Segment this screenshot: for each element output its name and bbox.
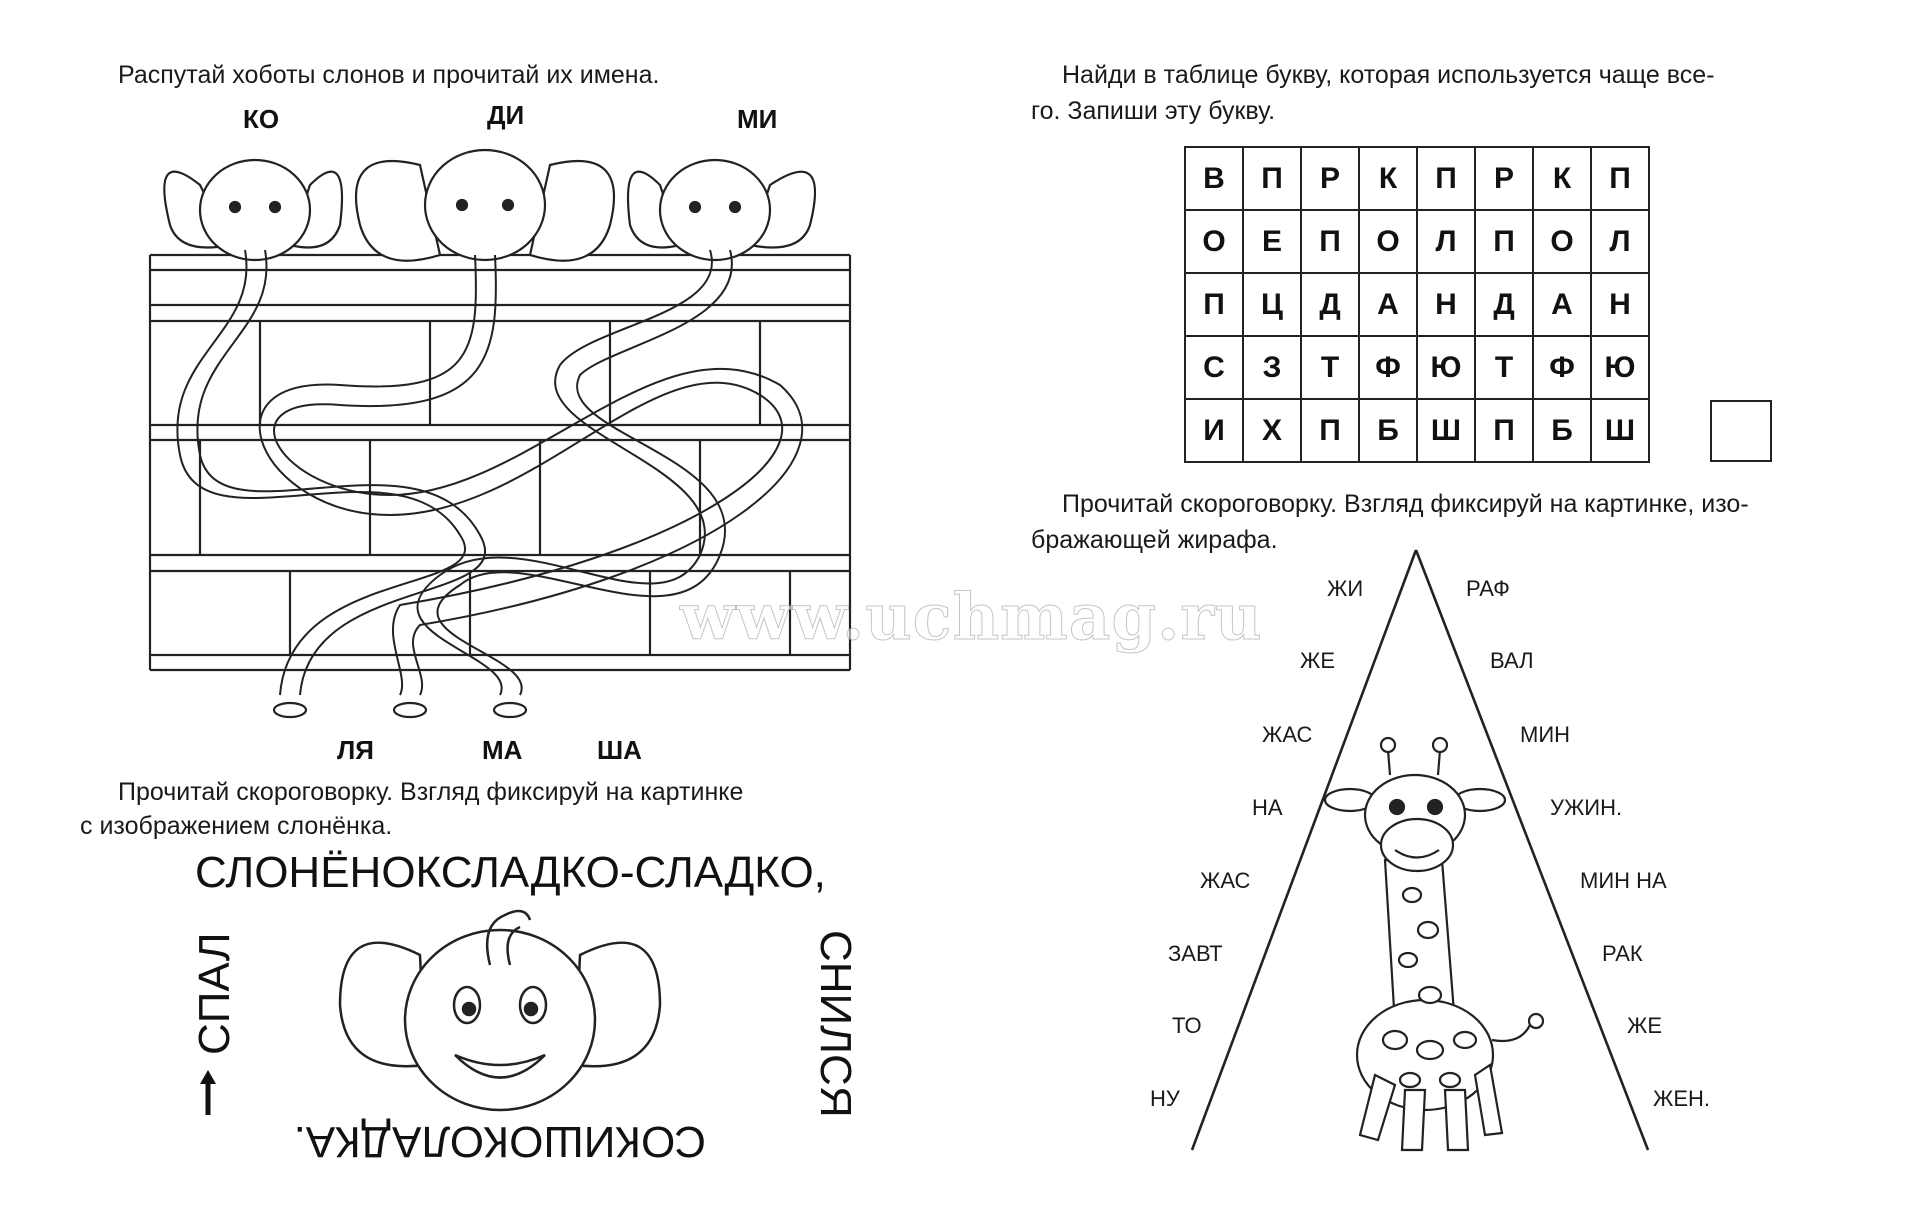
pyramid-right-word: МИН НА xyxy=(1580,868,1667,893)
elephant-trunk-maze xyxy=(148,148,852,719)
arrow-up-icon xyxy=(200,1070,216,1115)
grid-cell: Ю xyxy=(1590,335,1650,400)
grid-instruction-line2: го. Запиши эту букву. xyxy=(1031,97,1276,125)
tongue-twister-left: СПАЛ xyxy=(190,932,239,1055)
pyramid-left-word: ЖИ xyxy=(1327,576,1364,601)
grid-cell: П xyxy=(1474,209,1534,274)
grid-cell: Х xyxy=(1242,398,1302,463)
top-syllable-2: ДИ xyxy=(487,100,525,130)
watermark: www.uchmag.ru xyxy=(680,580,1263,656)
giraffe-pyramid xyxy=(1190,549,1650,1152)
grid-cell: Л xyxy=(1590,209,1650,274)
baby-elephant-picture xyxy=(338,909,662,1112)
grid-cell: Б xyxy=(1358,398,1418,463)
grid-cell: Ю xyxy=(1416,335,1476,400)
grid-cell: А xyxy=(1532,272,1592,337)
grid-cell: Л xyxy=(1416,209,1476,274)
pyramid-left-word: ЗАВТ xyxy=(1168,941,1223,966)
elephant-head-right xyxy=(626,158,817,262)
grid-cell: Ф xyxy=(1358,335,1418,400)
tongue-twister-right: СНИЛСЯ xyxy=(811,930,860,1118)
grid-cell: П xyxy=(1590,146,1650,211)
grid-row: И Х П Б Ш П Б Ш xyxy=(1184,398,1650,463)
bottom-syllable-3: ША xyxy=(597,735,642,765)
giraffe-picture xyxy=(1323,736,1545,1152)
giraffe-instruction-line2: бражающей жирафа. xyxy=(1031,526,1278,554)
bottom-syllable-1: ЛЯ xyxy=(337,735,374,765)
tongue-twister-top: СЛОНЁНОКСЛАДКО-СЛАДКО, xyxy=(195,848,826,897)
grid-cell: О xyxy=(1358,209,1418,274)
letter-grid: В П Р К П Р К П О Е П О Л П О Л П Ц Д А … xyxy=(1184,146,1650,463)
grid-row: В П Р К П Р К П xyxy=(1184,146,1650,211)
grid-cell: Р xyxy=(1300,146,1360,211)
pyramid-left-word: ЖАС xyxy=(1200,868,1251,893)
bottom-syllable-2: МА xyxy=(482,735,523,765)
pyramid-right-word: ЖЕН. xyxy=(1653,1086,1710,1111)
grid-cell: Ш xyxy=(1416,398,1476,463)
grid-cell: И xyxy=(1184,398,1244,463)
grid-cell: Т xyxy=(1474,335,1534,400)
grid-cell: П xyxy=(1242,146,1302,211)
pyramid-right-word: РАК xyxy=(1602,941,1643,966)
task2-instruction-line2: с изображением слонёнка. xyxy=(80,812,393,840)
grid-cell: П xyxy=(1416,146,1476,211)
task1-instruction: Распутай хоботы слонов и прочитай их име… xyxy=(118,61,660,89)
grid-cell: С xyxy=(1184,335,1244,400)
elephant-head-middle xyxy=(355,148,615,262)
grid-cell: П xyxy=(1300,398,1360,463)
grid-cell: Д xyxy=(1474,272,1534,337)
grid-cell: Р xyxy=(1474,146,1534,211)
grid-cell: О xyxy=(1532,209,1592,274)
grid-cell: П xyxy=(1300,209,1360,274)
grid-cell: Е xyxy=(1242,209,1302,274)
pyramid-right-word: МИН xyxy=(1520,722,1571,747)
grid-cell: П xyxy=(1474,398,1534,463)
grid-cell: П xyxy=(1184,272,1244,337)
top-syllable-3: МИ xyxy=(737,104,778,134)
grid-cell: Н xyxy=(1590,272,1650,337)
task2-instruction-line1: Прочитай скороговорку. Взгляд фиксируй н… xyxy=(118,778,744,806)
grid-cell: Б xyxy=(1532,398,1592,463)
grid-cell: А xyxy=(1358,272,1418,337)
giraffe-instruction-line1: Прочитай скороговорку. Взгляд фиксируй н… xyxy=(1062,490,1749,518)
answer-box[interactable] xyxy=(1710,400,1772,462)
pyramid-left-word: НУ xyxy=(1150,1086,1180,1111)
grid-row: П Ц Д А Н Д А Н xyxy=(1184,272,1650,337)
grid-cell: К xyxy=(1358,146,1418,211)
pyramid-left-word: ЖАС xyxy=(1262,722,1313,747)
grid-row: О Е П О Л П О Л xyxy=(1184,209,1650,274)
pyramid-right-word: ЖЕ xyxy=(1627,1013,1662,1038)
grid-cell: Д xyxy=(1300,272,1360,337)
pyramid-left-word: ЖЕ xyxy=(1300,648,1335,673)
grid-cell: Н xyxy=(1416,272,1476,337)
grid-cell: Ш xyxy=(1590,398,1650,463)
grid-instruction-line1: Найди в таблице букву, которая используе… xyxy=(1062,61,1715,89)
grid-cell: Ф xyxy=(1532,335,1592,400)
elephant-head-left xyxy=(163,158,344,262)
pyramid-right-word: РАФ xyxy=(1466,576,1510,601)
grid-cell: Т xyxy=(1300,335,1360,400)
grid-cell: О xyxy=(1184,209,1244,274)
grid-row: С З Т Ф Ю Т Ф Ю xyxy=(1184,335,1650,400)
pyramid-right-word: ВАЛ xyxy=(1490,648,1534,673)
pyramid-left-word: НА xyxy=(1252,795,1283,820)
grid-cell: В xyxy=(1184,146,1244,211)
grid-cell: Ц xyxy=(1242,272,1302,337)
brick-wall xyxy=(148,253,852,672)
pyramid-left-word: ТО xyxy=(1172,1013,1202,1038)
grid-cell: З xyxy=(1242,335,1302,400)
pyramid-right-word: УЖИН. xyxy=(1550,795,1623,820)
top-syllable-1: КО xyxy=(243,104,280,134)
tangled-trunks xyxy=(176,249,804,696)
grid-cell: К xyxy=(1532,146,1592,211)
